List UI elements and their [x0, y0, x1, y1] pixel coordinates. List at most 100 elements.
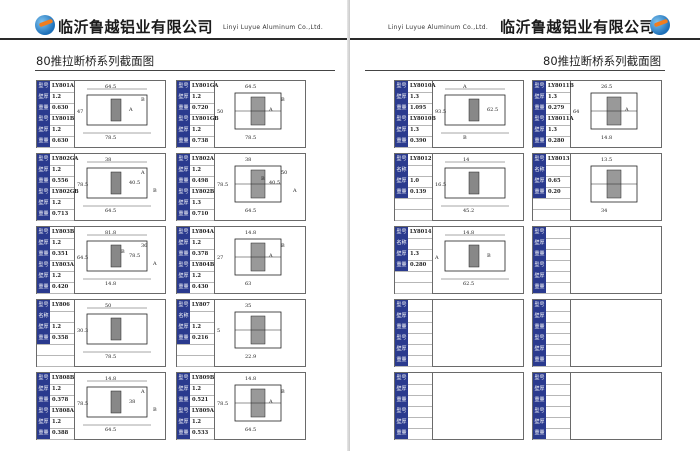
svg-text:64: 64 — [573, 109, 579, 115]
spec-value: 0.498 — [192, 178, 209, 184]
spec-key: 型号 — [177, 187, 190, 198]
spec-key: 壁厚 — [533, 344, 546, 355]
spec-value: 0.420 — [52, 284, 69, 290]
spec-row: 壁厚 — [533, 384, 570, 396]
spec-value: LY808A — [52, 408, 74, 414]
spec-key: 型号 — [177, 81, 190, 92]
company-logo-icon-right — [650, 15, 670, 35]
spec-key: 型号 — [395, 333, 408, 344]
spec-value: LY802A — [192, 156, 214, 162]
spec-key: 重量 — [395, 322, 408, 333]
spec-value: 1.0 — [410, 178, 420, 184]
spec-value: 1.2 — [52, 200, 62, 206]
svg-text:38: 38 — [129, 399, 135, 405]
spec-value: 1.2 — [192, 167, 202, 173]
svg-text:14.8: 14.8 — [463, 230, 474, 236]
spec-value: LY803B — [52, 229, 75, 235]
spec-key: 型号 — [395, 300, 408, 311]
company-name-cn-right: 临沂鲁越铝业有限公司 — [500, 18, 656, 36]
spec-key: 型号 — [177, 260, 190, 271]
svg-text:78.5: 78.5 — [77, 401, 88, 407]
svg-text:14.8: 14.8 — [105, 281, 116, 287]
spec-row: 型号 — [533, 227, 570, 239]
spec-value: LY802GB — [52, 189, 79, 195]
svg-text:26.5: 26.5 — [601, 84, 612, 90]
spec-key: 壁厚 — [37, 92, 50, 103]
svg-text:5: 5 — [217, 328, 220, 334]
spec-key: 重量 — [177, 333, 190, 344]
spec-value: 0.216 — [192, 335, 209, 341]
spec-key: 壁厚 — [533, 311, 546, 322]
spec-row: 名称 — [533, 165, 570, 177]
spec-key: 型号 — [533, 333, 546, 344]
spec-row: 型号 — [533, 373, 570, 385]
spec-value: 0.521 — [192, 397, 209, 403]
spec-value: 0.556 — [52, 178, 69, 184]
svg-text:50: 50 — [217, 109, 223, 115]
spec-row — [37, 355, 74, 367]
svg-text:62.5: 62.5 — [463, 281, 474, 287]
spec-key: 名称 — [37, 311, 50, 322]
spec-key: 壁厚 — [177, 417, 190, 428]
spec-key: 重量 — [37, 103, 50, 114]
spec-key: 壁厚 — [37, 322, 50, 333]
profile-section-drawing — [433, 300, 522, 366]
spec-key: 重量 — [177, 136, 190, 147]
spec-key: 型号 — [395, 227, 408, 238]
svg-text:34: 34 — [601, 208, 607, 214]
spec-value: LY809A — [192, 408, 214, 414]
svg-text:50: 50 — [281, 170, 287, 176]
spec-row: 重量 — [395, 322, 432, 334]
spec-key: 壁厚 — [395, 92, 408, 103]
spec-row: 壁厚 — [533, 238, 570, 250]
svg-text:B: B — [463, 135, 467, 141]
spec-key: 重量 — [177, 209, 190, 220]
spec-value: 1.2 — [192, 419, 202, 425]
spec-value: 0.388 — [52, 430, 69, 436]
spec-key: 型号 — [395, 406, 408, 417]
spec-value: LY808B — [52, 375, 75, 381]
right-page: Linyi Luyue Aluminum Co.,Ltd. 临沂鲁越铝业有限公司… — [350, 0, 700, 451]
spec-key: 壁厚 — [177, 92, 190, 103]
spec-value: 0.720 — [192, 105, 209, 111]
spec-key: 型号 — [395, 114, 408, 125]
spec-key: 型号 — [37, 114, 50, 125]
spec-key: 壁厚 — [37, 271, 50, 282]
spec-key: 壁厚 — [533, 417, 546, 428]
spec-key: 重量 — [533, 187, 546, 198]
spec-key: 型号 — [533, 260, 546, 271]
spec-key: 型号 — [177, 154, 190, 165]
spec-key: 型号 — [533, 154, 546, 165]
spec-row: 型号 — [395, 333, 432, 345]
spec-key: 型号 — [177, 406, 190, 417]
spec-key: 型号 — [533, 406, 546, 417]
spec-key: 壁厚 — [37, 165, 50, 176]
spec-key: 壁厚 — [395, 344, 408, 355]
svg-text:A: A — [268, 399, 273, 405]
svg-text:27: 27 — [217, 255, 223, 261]
